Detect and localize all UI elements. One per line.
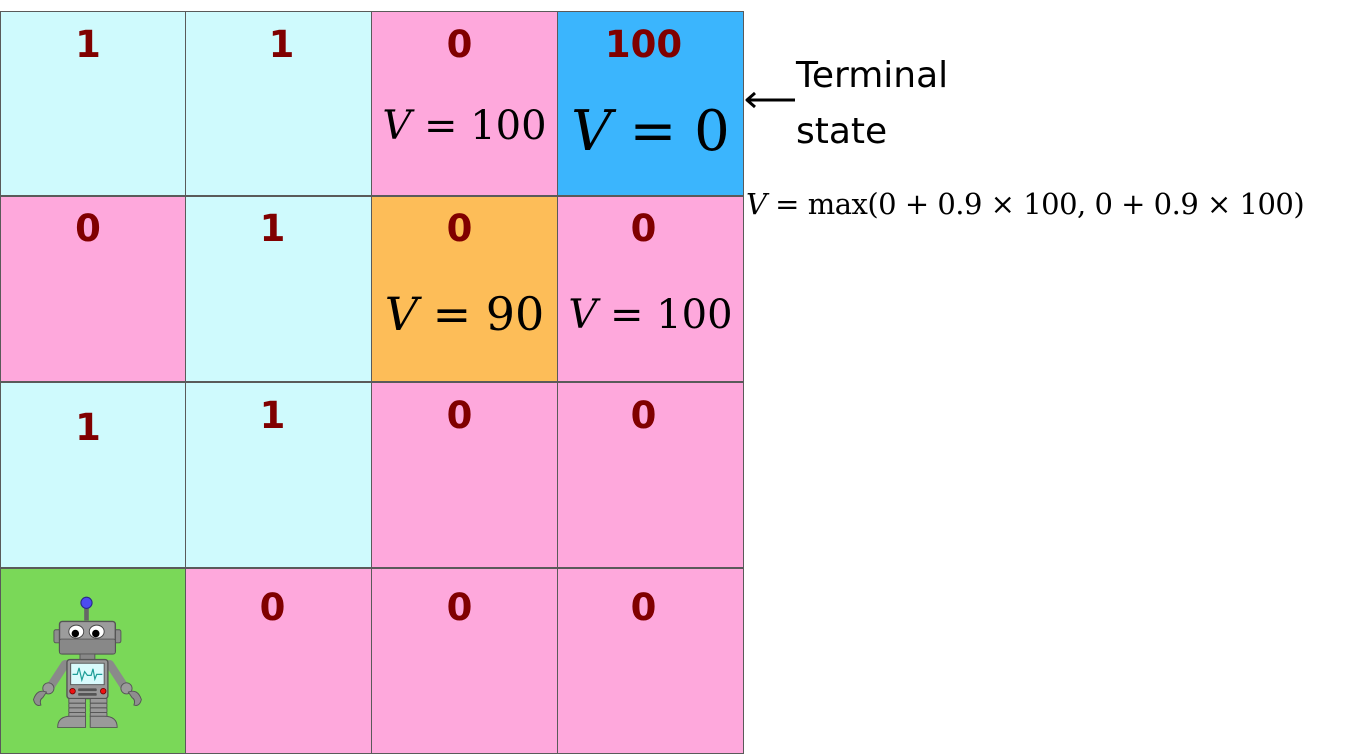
cell-r0-c1: 1	[185, 11, 372, 196]
reward-label: 0	[630, 394, 657, 437]
cell-r3-c0-start	[0, 568, 186, 754]
cell-r3-c1: 0	[185, 568, 372, 754]
cell-r0-c3-terminal: 100 V = 0	[557, 11, 744, 196]
reward-label: 100	[604, 23, 683, 66]
state-value: V = 0	[571, 99, 730, 164]
state-value-number: 0	[694, 99, 730, 164]
state-value-number: 100	[470, 103, 547, 149]
reward-label: 0	[446, 207, 473, 250]
reward-label: 0	[446, 586, 473, 629]
cell-r2-c2: 0	[371, 382, 558, 568]
cell-r1-c2: 0 V = 90	[371, 196, 558, 382]
state-value: V = 90	[384, 287, 545, 341]
cell-r0-c0: 1	[0, 11, 186, 196]
robot-icon	[32, 596, 142, 728]
cell-r2-c1: 1	[185, 382, 372, 568]
reward-label: 1	[268, 23, 295, 66]
reward-label: 1	[259, 207, 286, 250]
reward-label: 1	[259, 394, 286, 437]
bellman-formula: V = max(0 + 0.9 × 100, 0 + 0.9 × 100)	[746, 187, 1305, 221]
state-value: V = 100	[568, 292, 733, 338]
reward-label: 1	[75, 406, 101, 449]
cell-r2-c0: 1	[0, 382, 186, 568]
cell-r1-c1: 1	[185, 196, 372, 382]
cell-r0-c2: 0 V = 100	[371, 11, 558, 196]
cell-r3-c3: 0	[557, 568, 744, 754]
reward-label: 0	[259, 586, 286, 629]
terminal-label-line1: Terminal	[796, 55, 949, 96]
arrow-left-icon	[745, 91, 795, 109]
reward-label: 1	[75, 23, 101, 66]
reward-label: 0	[446, 394, 473, 437]
state-value-number: 90	[485, 287, 545, 341]
formula-lhs: V	[746, 187, 767, 221]
gridworld: 1 1 0 V = 100 100 V = 0 0 1 0 V = 90 0 V…	[0, 11, 744, 754]
cell-r2-c3: 0	[557, 382, 744, 568]
reward-label: 0	[630, 207, 657, 250]
reward-label: 0	[75, 207, 101, 250]
reward-label: 0	[446, 23, 473, 66]
cell-r3-c2: 0	[371, 568, 558, 754]
reward-label: 0	[630, 586, 657, 629]
cell-r1-c0: 0	[0, 196, 186, 382]
formula-rhs: = max(0 + 0.9 × 100, 0 + 0.9 × 100)	[775, 187, 1305, 221]
state-value-number: 100	[656, 292, 733, 338]
state-value: V = 100	[382, 103, 547, 149]
terminal-label-line2: state	[796, 111, 888, 152]
cell-r1-c3: 0 V = 100	[557, 196, 744, 382]
